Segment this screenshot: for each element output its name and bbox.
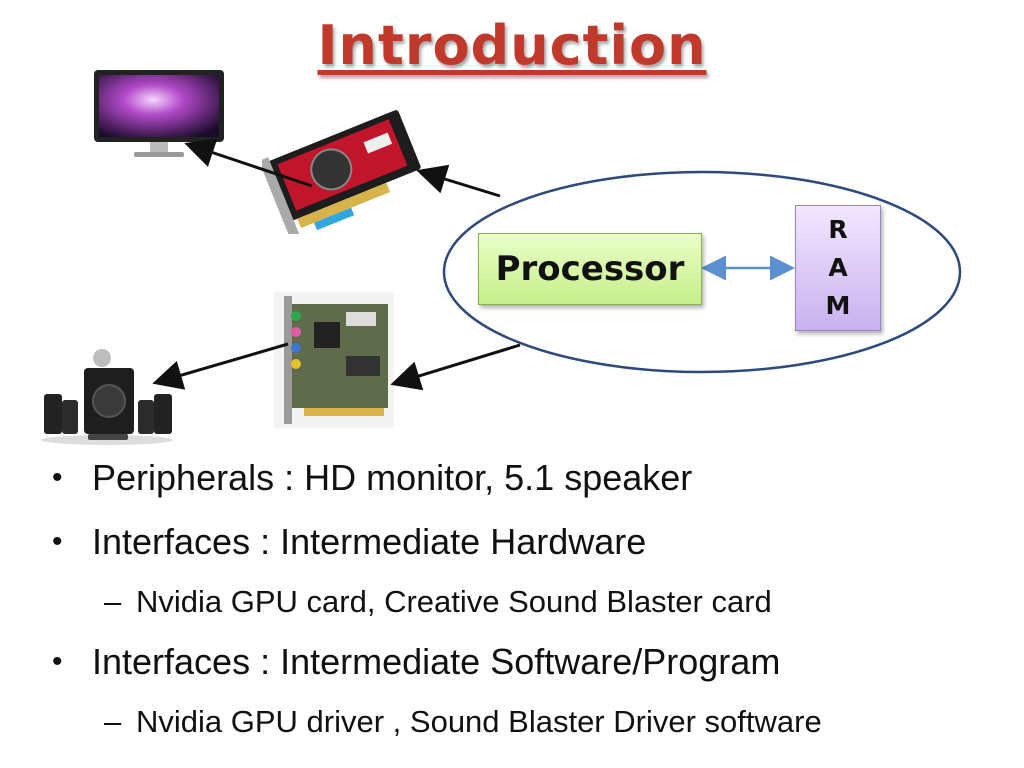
gpu-card-image: [262, 110, 421, 234]
bullet-item: • Interfaces : Intermediate Software/Pro…: [52, 630, 1012, 694]
ram-letter: A: [828, 253, 848, 282]
bullet-marker: •: [52, 645, 63, 678]
ram-letter: R: [828, 215, 848, 244]
bullet-item: • Interfaces : Intermediate Hardware: [52, 510, 1012, 574]
slide-title: Introduction: [317, 14, 707, 77]
sub-bullet-text: Nvidia GPU driver , Sound Blaster Driver…: [136, 704, 822, 739]
processor-boundary-ellipse: [442, 170, 962, 374]
bullet-text: Interfaces : Intermediate Hardware: [92, 521, 647, 562]
arrow-to-gpu: [416, 164, 501, 198]
bullet-item: • Peripherals : HD monitor, 5.1 speaker: [52, 446, 1012, 510]
monitor-image: [94, 70, 224, 157]
processor-label: Processor: [495, 249, 685, 289]
arrow-to-sound-card: [390, 343, 521, 391]
bullet-list: • Peripherals : HD monitor, 5.1 speaker …: [52, 446, 1012, 750]
system-diagram: [152, 138, 962, 391]
processor-box: Processor: [478, 233, 702, 305]
sub-bullet-item: – Nvidia GPU card, Creative Sound Blaste…: [52, 574, 1012, 630]
sub-bullet-marker: –: [104, 584, 122, 619]
bullet-text: Peripherals : HD monitor, 5.1 speaker: [92, 457, 693, 498]
speakers-image: [41, 349, 173, 445]
ram-box: R A M: [795, 205, 881, 331]
ram-letter: M: [825, 291, 851, 320]
bullet-marker: •: [52, 461, 63, 494]
bullet-marker: •: [52, 525, 63, 558]
arrow-to-monitor: [184, 138, 313, 188]
arrow-to-speakers: [152, 342, 289, 390]
sub-bullet-item: – Nvidia GPU driver , Sound Blaster Driv…: [52, 694, 1012, 750]
sound-card-image: [274, 292, 394, 428]
sub-bullet-text: Nvidia GPU card, Creative Sound Blaster …: [136, 584, 772, 619]
bullet-text: Interfaces : Intermediate Software/Progr…: [92, 641, 781, 682]
sub-bullet-marker: –: [104, 704, 122, 739]
